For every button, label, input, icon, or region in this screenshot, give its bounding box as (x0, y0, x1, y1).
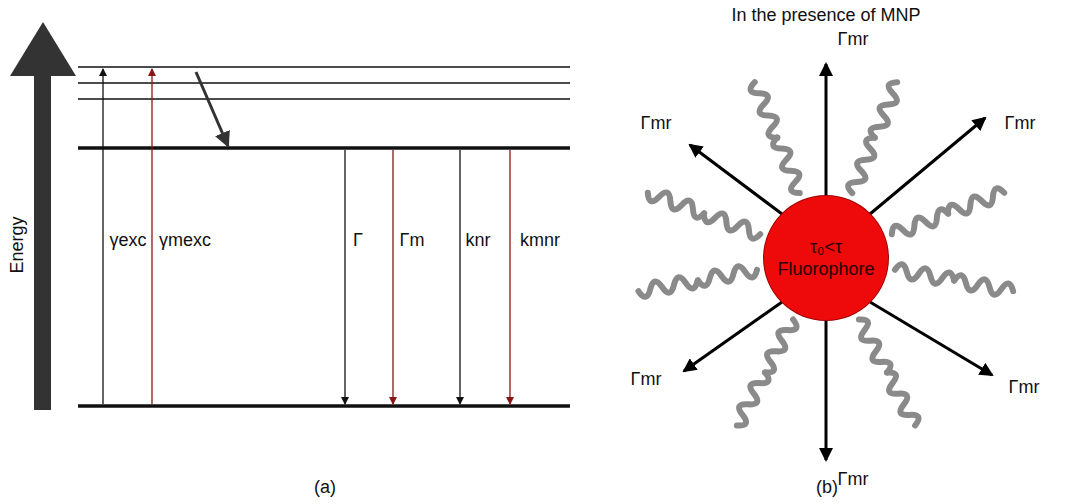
panel-label: (a) (314, 478, 336, 498)
rate-label: Γmr (838, 470, 869, 490)
energy-axis (10, 22, 76, 410)
rate-label: kmnr (520, 231, 560, 251)
rate-label: γexc (109, 231, 146, 251)
energy-levels (78, 67, 570, 406)
panel-label: (b) (816, 478, 838, 498)
rate-label: Γmr (641, 114, 672, 134)
rate-label: Γmr (631, 370, 662, 390)
emission-arrows (684, 64, 992, 460)
rate-label: γmexc (159, 231, 211, 251)
panel-heading: In the presence of MNP (731, 6, 920, 26)
fluorophore-circle: τ₀<τFluorophore (764, 196, 888, 320)
rate-label: Γmr (1005, 114, 1036, 134)
rate-label: Γm (400, 231, 425, 251)
rate-label: Γmr (838, 30, 869, 50)
rate-label: knr (465, 231, 490, 251)
rate-label: Γ (353, 231, 363, 251)
transition-arrows (103, 69, 510, 404)
rate-label: Γmr (1009, 378, 1040, 398)
lifetime-text: τ₀<τ (810, 236, 842, 259)
node-text: Fluorophore (777, 258, 874, 281)
axis-label: Energy (8, 216, 28, 273)
